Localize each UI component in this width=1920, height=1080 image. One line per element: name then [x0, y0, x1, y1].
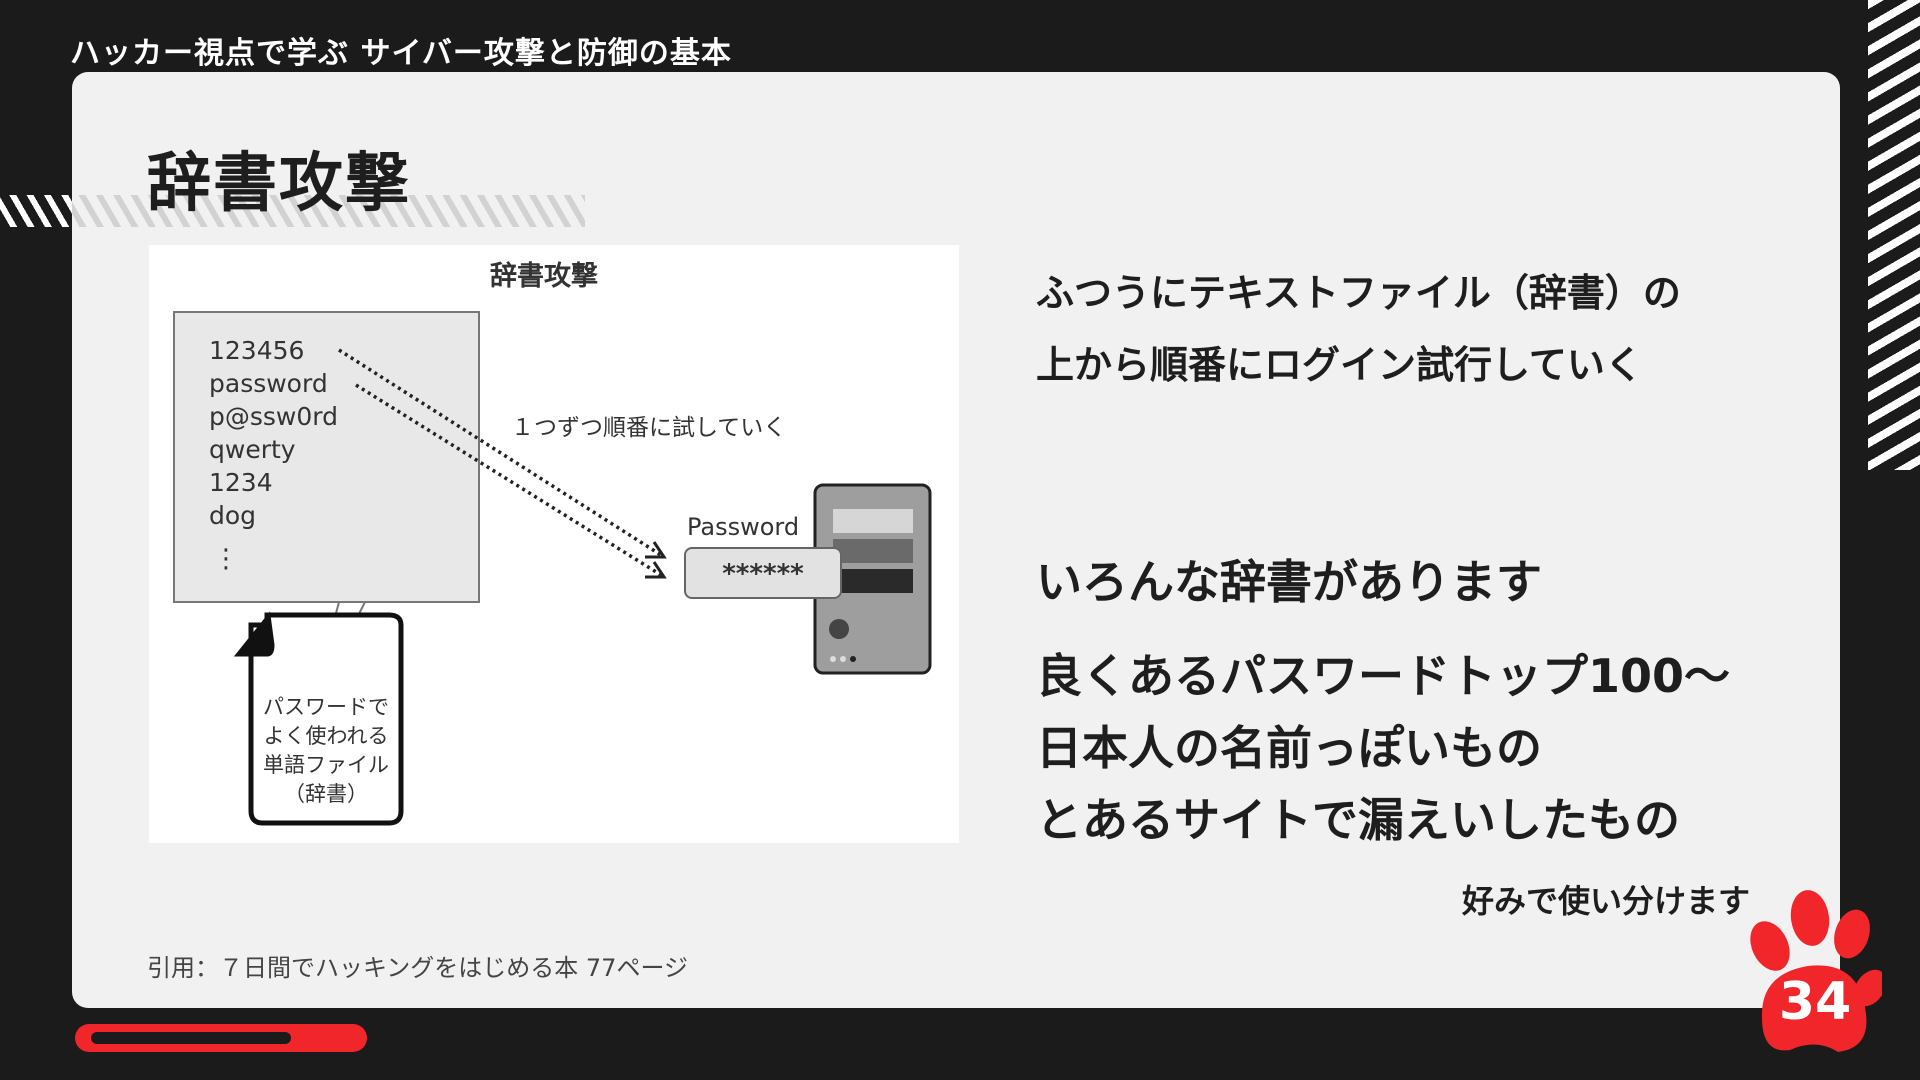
figure-title: 辞書攻撃: [490, 260, 598, 292]
dictionary-word: p@ssw0rd: [209, 402, 338, 431]
progress-bar-inner: [91, 1032, 291, 1044]
body-line: 日本人の名前っぽいもの: [1036, 721, 1542, 775]
body-line: 上から順番にログイン試行していく: [1036, 343, 1643, 387]
slide-heading: 辞書攻撃: [147, 147, 411, 221]
heading-stripes-edge: [0, 195, 72, 227]
ellipsis: ⋮: [213, 544, 239, 574]
decorative-stripes: [1868, 0, 1920, 470]
file-caption-line: よく使われる: [264, 724, 389, 748]
body-line: 良くあるパスワードトップ100〜: [1036, 649, 1731, 703]
server-panel-mid: [833, 539, 913, 563]
page-number: 34: [1778, 972, 1852, 1032]
server-panel-dark: [833, 569, 913, 593]
document-icon: [248, 612, 404, 826]
password-label: Password: [687, 513, 799, 541]
deck-title: ハッカー視点で学ぶ サイバー攻撃と防御の基本: [70, 36, 732, 71]
dictionary-box: [173, 311, 480, 603]
dictionary-word: qwerty: [209, 435, 296, 464]
arrow-label: １つずつ順番に試していく: [511, 415, 786, 441]
dictionary-word: 1234: [209, 468, 273, 497]
file-caption-line: 単語ファイル: [263, 753, 389, 777]
attempt-arrow-1: [338, 348, 662, 557]
file-caption-line: パスワードで: [263, 695, 389, 719]
server-button: [829, 619, 849, 639]
dictionary-attack-figure: 辞書攻撃 123456 password p@ssw0rd qwerty 123…: [149, 245, 959, 843]
body-line: いろんな辞書があります: [1036, 555, 1542, 609]
document-fold: [233, 611, 275, 657]
usage-note: 好みで使い分けます: [1461, 882, 1750, 920]
heading-stripes: [0, 195, 585, 227]
server-led: [850, 656, 856, 662]
server-led: [830, 656, 836, 662]
citation: 引用：７日間でハッキングをはじめる本 77ページ: [147, 954, 688, 982]
body-line: ふつうにテキストファイル（辞書）の: [1036, 271, 1681, 315]
file-caption-line: （辞書）: [284, 782, 368, 806]
password-mask: ******: [722, 559, 804, 589]
arrowhead-2: [645, 561, 667, 579]
progress-bar: [75, 1024, 367, 1052]
body-line: とあるサイトで漏えいしたもの: [1036, 793, 1680, 847]
server-led: [840, 656, 846, 662]
paw-icon: [1750, 890, 1882, 1052]
dictionary-word: password: [209, 369, 328, 398]
dictionary-word: 123456: [209, 336, 304, 365]
dictionary-word: dog: [209, 501, 256, 530]
password-field: [684, 547, 842, 599]
server-panel-light: [833, 509, 913, 533]
arrowhead-1: [645, 541, 667, 559]
